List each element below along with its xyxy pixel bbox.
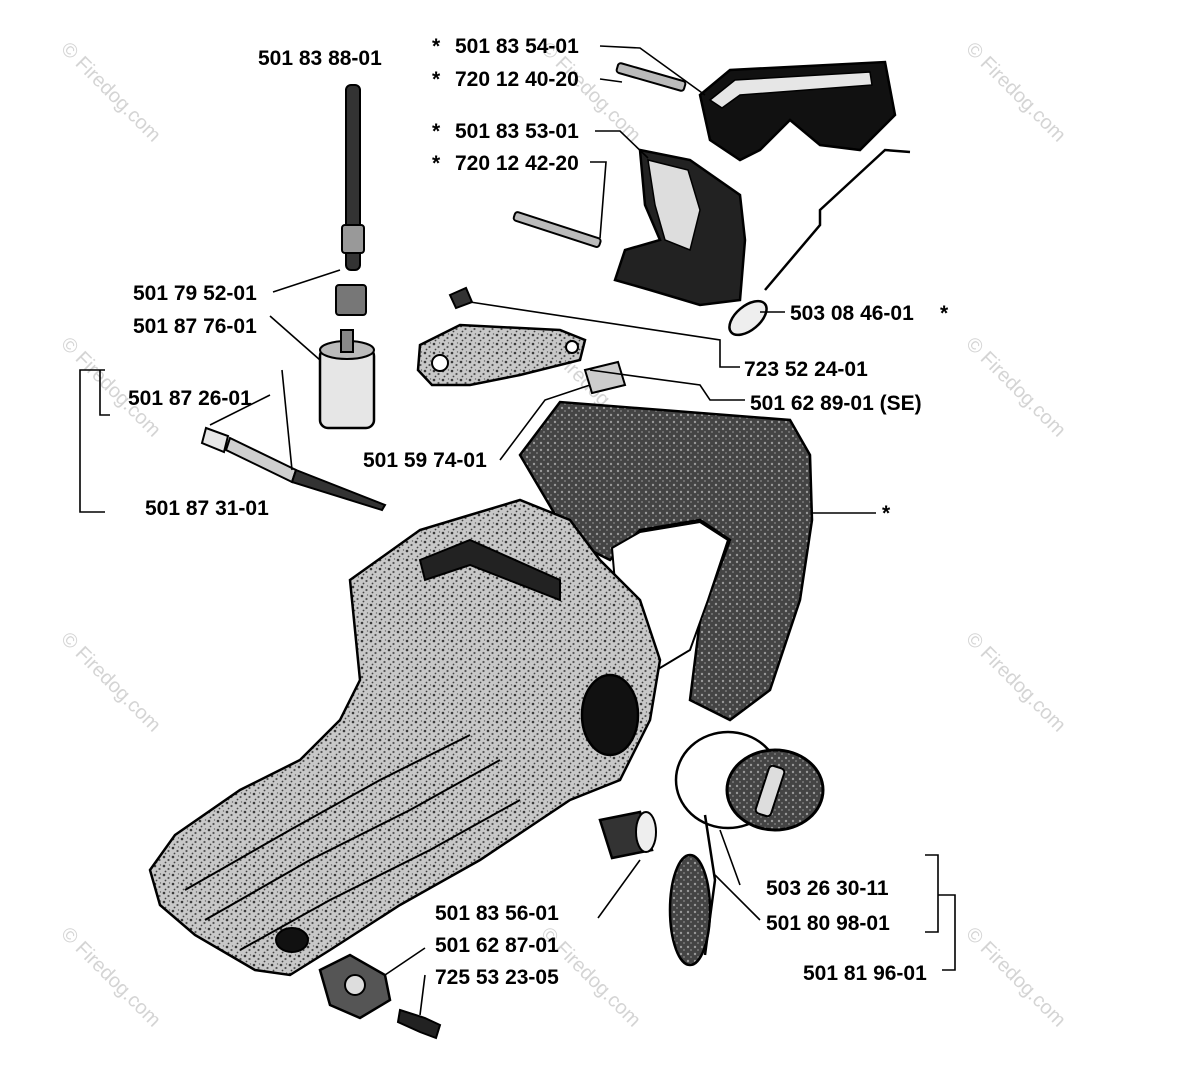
label-trigger: 501 83 54-01 — [455, 35, 579, 58]
bushing-part — [598, 810, 657, 860]
label-needle-b: 501 87 31-01 — [145, 497, 269, 520]
rail-groove-3 — [239, 799, 521, 951]
leader-bushing — [597, 859, 641, 919]
cap-strap-loop — [668, 853, 712, 967]
label-cap: 503 26 30-11 — [766, 877, 889, 900]
leader-oring — [714, 874, 761, 921]
needle-tip — [290, 468, 387, 512]
rod-shaft — [345, 84, 361, 271]
oil-cap-part — [668, 730, 825, 967]
rod-collar — [341, 224, 365, 254]
label-lockout-pin: 720 12 42-20 — [455, 152, 579, 175]
lockout-pin — [512, 211, 602, 248]
label-screw: 723 52 24-01 — [744, 358, 868, 381]
lever-hole — [431, 354, 449, 372]
asterisk-spring: * — [940, 302, 949, 325]
rod-end — [335, 284, 367, 316]
watermark-10: © Firedog.com — [56, 923, 165, 1032]
leader-lockout-pin — [590, 161, 607, 239]
leader-trigger — [599, 45, 706, 96]
housing-part — [148, 400, 876, 977]
lever-part — [416, 286, 627, 395]
bracket-cap-kit — [925, 854, 939, 933]
label-needle-a: 501 87 26-01 — [128, 387, 252, 410]
leader-sleeve — [499, 384, 591, 461]
rail-groove-1 — [184, 734, 471, 891]
spring-part — [728, 148, 911, 337]
label-hose: 501 79 52-01 — [133, 282, 257, 305]
asterisk-trigger-pin: * — [432, 68, 441, 91]
crankcase-body — [148, 498, 662, 977]
label-rod: 501 83 88-01 — [258, 47, 382, 70]
valve-screw — [396, 1008, 442, 1040]
needle-body — [224, 436, 298, 484]
label-cap-kit: 501 81 96-01 — [803, 962, 927, 985]
fuel-filter-part — [318, 329, 376, 430]
leader-needle-b-cap — [281, 369, 293, 471]
trigger-part — [615, 60, 897, 162]
leader-screw — [469, 301, 740, 368]
top-rib — [418, 538, 561, 602]
lever-hole-2 — [565, 340, 579, 354]
needle-part — [200, 426, 387, 512]
part-labels: 501 83 88-01 * 501 83 54-01 * 720 12 40-… — [128, 35, 949, 989]
label-valve: 501 62 87-01 — [435, 934, 559, 957]
asterisk-trigger: * — [432, 35, 441, 58]
leader-trigger-pin — [599, 78, 623, 83]
watermark-12: © Firedog.com — [961, 923, 1070, 1032]
label-valve-screw: 725 53 23-05 — [435, 966, 559, 989]
asterisk-lockout-pin: * — [432, 152, 441, 175]
trigger-pin — [615, 62, 687, 92]
screw-head — [448, 286, 474, 310]
valve-part — [318, 953, 442, 1040]
label-trigger-pin: 720 12 40-20 — [455, 68, 579, 91]
label-spring: 503 08 46-01 — [790, 302, 914, 325]
leader-valve — [384, 947, 426, 976]
label-oring: 501 80 98-01 — [766, 912, 890, 935]
label-se: 501 62 89-01 (SE) — [750, 392, 922, 415]
bracket-needle — [79, 369, 105, 513]
leader-cap — [719, 829, 741, 886]
rod-part — [335, 84, 367, 316]
label-sleeve: 501 59 74-01 — [363, 449, 487, 472]
sleeve-body — [583, 360, 627, 395]
label-lockout: 501 83 53-01 — [455, 120, 579, 143]
cylinder-opening — [580, 673, 640, 757]
leader-lockout — [595, 130, 649, 159]
watermark-6: © Firedog.com — [961, 333, 1070, 442]
lever-body — [416, 323, 587, 387]
leader-se — [589, 369, 745, 401]
bracket-cap-kit-stem — [938, 894, 956, 971]
watermark-9: © Firedog.com — [961, 628, 1070, 737]
bushing-end — [635, 811, 657, 853]
rail-groove-2 — [204, 759, 501, 921]
leader-needle-a — [209, 394, 271, 426]
bracket-needle-inner — [99, 370, 110, 416]
leader-lines — [79, 45, 956, 1016]
watermark-7: © Firedog.com — [56, 628, 165, 737]
spring-wire — [764, 148, 911, 291]
filter-nipple — [340, 329, 354, 353]
label-filter: 501 87 76-01 — [133, 315, 257, 338]
watermark-1: © Firedog.com — [56, 38, 165, 147]
lockout-part — [512, 148, 747, 307]
asterisk-lockout: * — [432, 120, 441, 143]
label-housing: * — [882, 502, 891, 525]
leader-hose — [272, 269, 341, 293]
leader-valve-screw — [419, 974, 426, 1016]
front-tube — [275, 927, 309, 953]
spring-loop — [728, 299, 768, 337]
label-bushing: 501 83 56-01 — [435, 902, 559, 925]
cap-handle — [754, 764, 786, 818]
needle-cap — [200, 426, 230, 454]
valve-bore — [344, 974, 366, 996]
trigger-highlight — [708, 71, 873, 109]
lockout-face — [647, 158, 701, 252]
leader-filter — [269, 315, 321, 361]
watermark-3: © Firedog.com — [961, 38, 1070, 147]
